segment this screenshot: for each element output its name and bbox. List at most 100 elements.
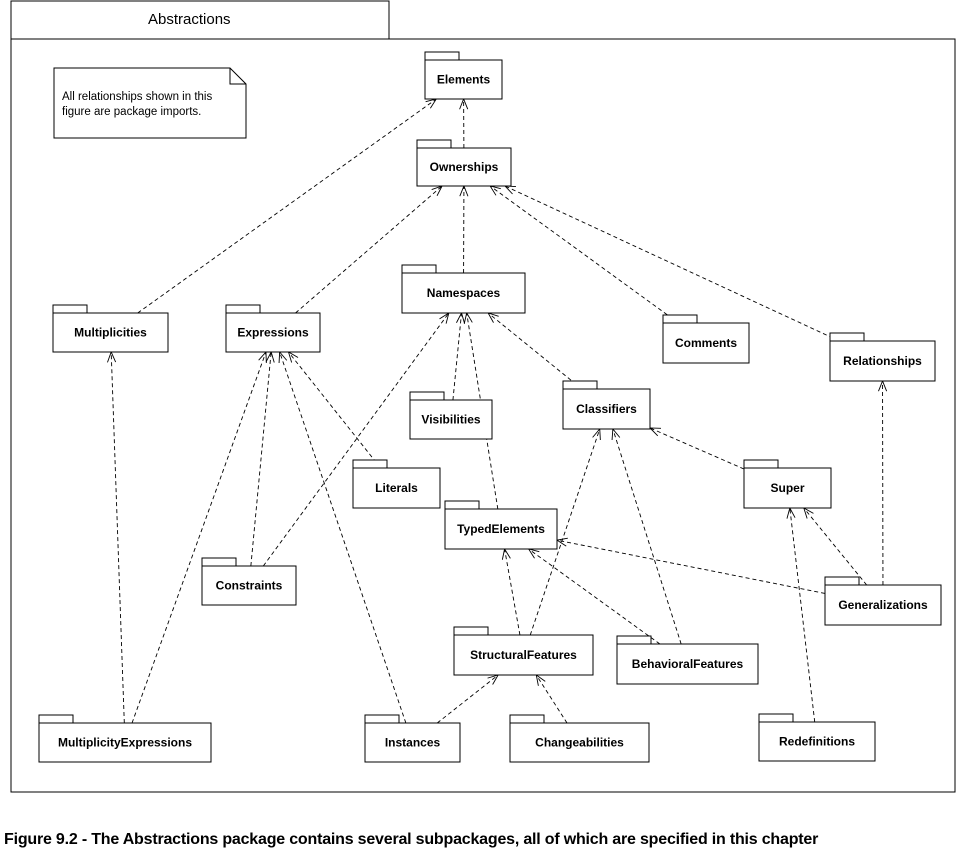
package-changeabilities[interactable]: Changeabilities xyxy=(509,714,650,763)
import-structural_features-to-typed_elements xyxy=(501,547,521,636)
figure-caption: Figure 9.2 - The Abstractions package co… xyxy=(4,831,819,848)
package-body xyxy=(424,59,503,100)
import-multiplicity_expressions-to-multiplicities xyxy=(107,350,125,724)
package-tab xyxy=(409,391,445,401)
import-namespaces-to-ownerships xyxy=(459,184,469,274)
package-multiplicity-expressions[interactable]: MultiplicityExpressions xyxy=(38,714,212,763)
package-body xyxy=(364,722,461,763)
import-behavioral_features-to-classifiers xyxy=(611,427,682,645)
package-comments[interactable]: Comments xyxy=(662,314,750,364)
package-body xyxy=(824,584,942,626)
package-body xyxy=(416,147,512,187)
package-label-classifiers: Classifiers xyxy=(576,402,637,416)
package-tab xyxy=(743,459,779,469)
package-tab xyxy=(562,380,598,390)
import-redefinitions-to-super xyxy=(786,506,816,723)
import-literals-to-expressions xyxy=(287,351,381,469)
package-label-visibilities: Visibilities xyxy=(421,413,480,427)
package-tab xyxy=(416,139,452,149)
package-ownerships[interactable]: Ownerships xyxy=(416,139,512,187)
package-structural-features[interactable]: StructuralFeatures xyxy=(453,626,594,676)
package-body xyxy=(444,508,558,550)
package-typed-elements[interactable]: TypedElements xyxy=(444,500,558,550)
package-tab xyxy=(401,264,437,274)
package-tab xyxy=(758,713,794,723)
package-tab xyxy=(616,635,652,645)
package-tab xyxy=(453,626,489,636)
package-tab xyxy=(829,332,865,342)
package-label-redefinitions: Redefinitions xyxy=(779,735,855,749)
import-visibilities-to-namespaces xyxy=(452,311,466,401)
package-tab xyxy=(824,576,860,586)
package-body xyxy=(352,467,441,509)
package-instances[interactable]: Instances xyxy=(364,714,461,763)
package-label-literals: Literals xyxy=(375,481,418,495)
note-line-1: All relationships shown in this xyxy=(62,91,212,103)
package-label-behavioral-features: BehavioralFeatures xyxy=(632,657,744,671)
package-visibilities[interactable]: Visibilities xyxy=(409,391,493,440)
package-body xyxy=(38,722,212,763)
package-tab xyxy=(509,714,545,724)
package-redefinitions[interactable]: Redefinitions xyxy=(758,713,876,762)
package-constraints[interactable]: Constraints xyxy=(201,557,297,606)
package-tab xyxy=(424,51,460,61)
package-body xyxy=(225,312,321,353)
package-tab xyxy=(352,459,388,469)
package-label-changeabilities: Changeabilities xyxy=(535,736,624,750)
package-expressions[interactable]: Expressions xyxy=(225,304,321,353)
package-behavioral-features[interactable]: BehavioralFeatures xyxy=(616,635,759,685)
package-tab xyxy=(201,557,237,567)
package-body xyxy=(453,634,594,676)
import-classifiers-to-namespaces xyxy=(487,312,583,390)
package-relationships[interactable]: Relationships xyxy=(829,332,936,382)
package-label-multiplicities: Multiplicities xyxy=(74,326,147,340)
package-body xyxy=(401,272,526,314)
package-tab xyxy=(364,714,400,724)
package-elements[interactable]: Elements xyxy=(424,51,503,100)
package-label-structural-features: StructuralFeatures xyxy=(470,648,577,662)
import-dependencies xyxy=(107,97,888,724)
package-namespaces[interactable]: Namespaces xyxy=(401,264,526,314)
package-label-ownerships: Ownerships xyxy=(430,160,499,174)
packages: ElementsOwnershipsNamespacesMultipliciti… xyxy=(38,51,942,763)
package-literals[interactable]: Literals xyxy=(352,459,441,509)
package-tab xyxy=(444,500,480,510)
package-body xyxy=(562,388,651,430)
frame-title-tab xyxy=(10,0,390,40)
package-tab xyxy=(52,304,88,314)
package-super[interactable]: Super xyxy=(743,459,832,509)
package-multiplicities[interactable]: Multiplicities xyxy=(52,304,169,353)
note-shape xyxy=(53,67,247,139)
package-label-relationships: Relationships xyxy=(843,354,922,368)
note-line-2: figure are package imports. xyxy=(62,106,201,118)
frame-title: Abstractions xyxy=(148,11,231,28)
package-tab xyxy=(662,314,698,324)
frame-border xyxy=(10,38,956,793)
package-tab xyxy=(38,714,74,724)
package-body xyxy=(509,722,650,763)
import-behavioral_features-to-typed_elements xyxy=(527,548,661,645)
package-label-generalizations: Generalizations xyxy=(838,598,928,612)
package-label-elements: Elements xyxy=(437,73,491,87)
package-label-comments: Comments xyxy=(675,336,737,350)
import-instances-to-expressions xyxy=(278,350,407,724)
package-body xyxy=(758,721,876,762)
package-body xyxy=(201,565,297,606)
import-generalizations-to-typed_elements xyxy=(555,537,826,594)
import-multiplicities-to-elements xyxy=(137,98,438,314)
package-label-expressions: Expressions xyxy=(237,326,309,340)
package-generalizations[interactable]: Generalizations xyxy=(824,576,942,626)
package-body xyxy=(409,399,493,440)
package-label-namespaces: Namespaces xyxy=(427,286,501,300)
import-generalizations-to-relationships xyxy=(878,379,888,586)
package-body xyxy=(616,643,759,685)
package-body xyxy=(52,312,169,353)
package-label-instances: Instances xyxy=(385,736,441,750)
package-classifiers[interactable]: Classifiers xyxy=(562,380,651,430)
import-multiplicity_expressions-to-expressions xyxy=(131,350,267,724)
package-label-multiplicity-expressions: MultiplicityExpressions xyxy=(58,736,192,750)
package-body xyxy=(829,340,936,382)
import-ownerships-to-elements xyxy=(459,97,469,149)
package-body xyxy=(662,322,750,364)
import-instances-to-structural_features xyxy=(436,674,500,724)
